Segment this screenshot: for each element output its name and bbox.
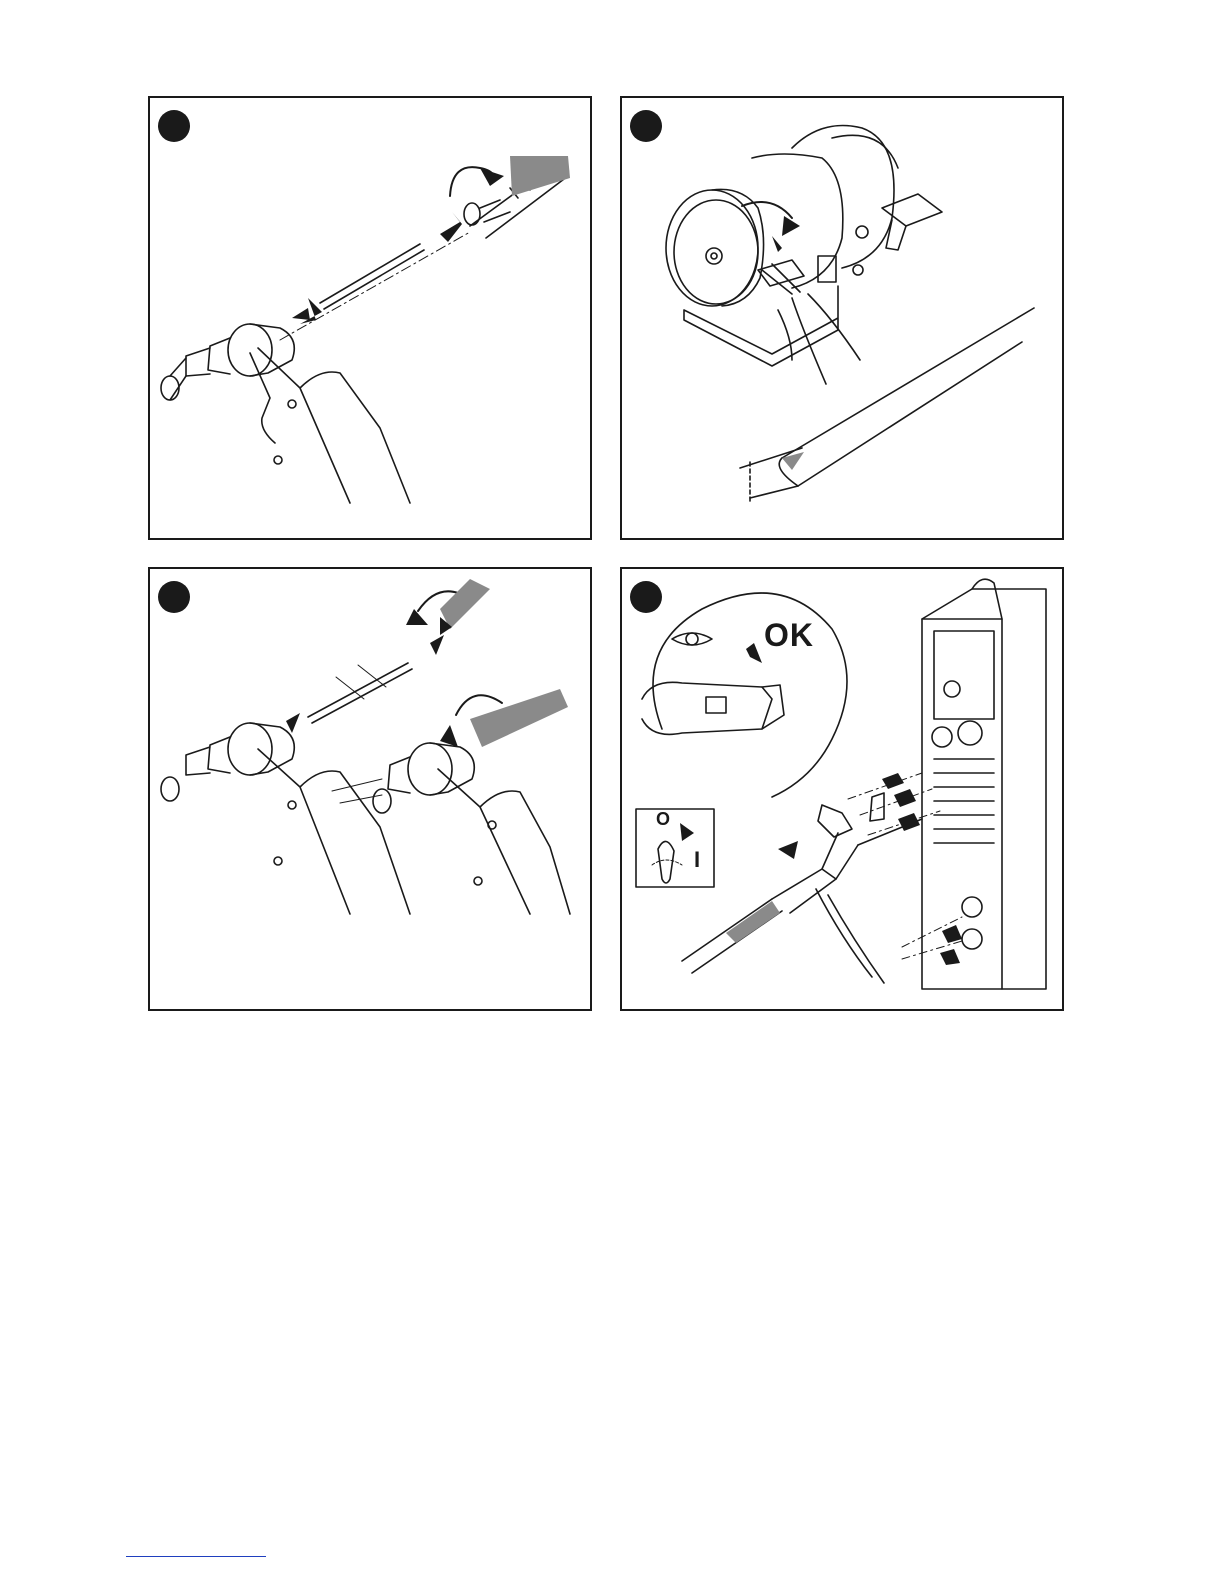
ok-check-label: OK — [764, 617, 814, 654]
switch-on-label: I — [694, 847, 700, 873]
figure-panel-check-electrode — [148, 567, 592, 1011]
illustration-bench-grinder — [622, 98, 1062, 538]
figure-panel-insert-electrode — [148, 96, 592, 540]
illustration-insert-electrode — [150, 98, 590, 538]
figure-panel-grind-electrode — [620, 96, 1064, 540]
illustration-power-source-connection — [622, 569, 1062, 1009]
illustration-electrode-assembly — [150, 569, 590, 1009]
figure-panel-connect-torch: OK O I — [620, 567, 1064, 1011]
footer-link-underline[interactable] — [126, 1556, 266, 1557]
switch-off-label: O — [656, 809, 670, 830]
